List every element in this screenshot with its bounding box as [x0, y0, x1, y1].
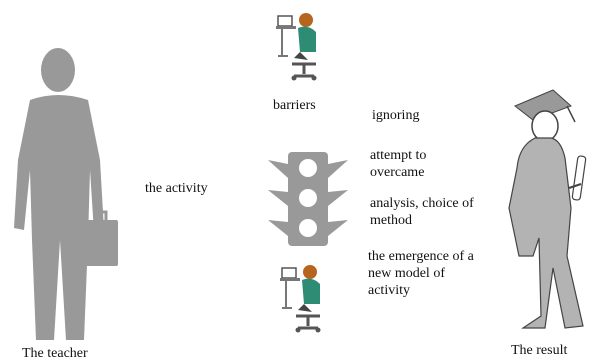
worker-at-computer-icon	[280, 265, 321, 333]
option-attempt: attempt to overcame	[370, 148, 427, 180]
option-emergence: the emergence of a new model of activity	[368, 249, 474, 298]
teacher-label: The teacher	[22, 346, 88, 361]
option-ignoring: ignoring	[372, 108, 420, 123]
teacher-silhouette-icon	[14, 48, 118, 340]
worker-at-computer-icon	[276, 13, 317, 81]
graduate-silhouette-icon	[508, 89, 587, 329]
traffic-light-icon	[268, 152, 348, 246]
result-label: The result	[511, 343, 568, 358]
option-analysis: analysis, choice of method	[370, 196, 474, 228]
activity-label: the activity	[145, 181, 208, 196]
barriers-label: barriers	[273, 98, 316, 113]
